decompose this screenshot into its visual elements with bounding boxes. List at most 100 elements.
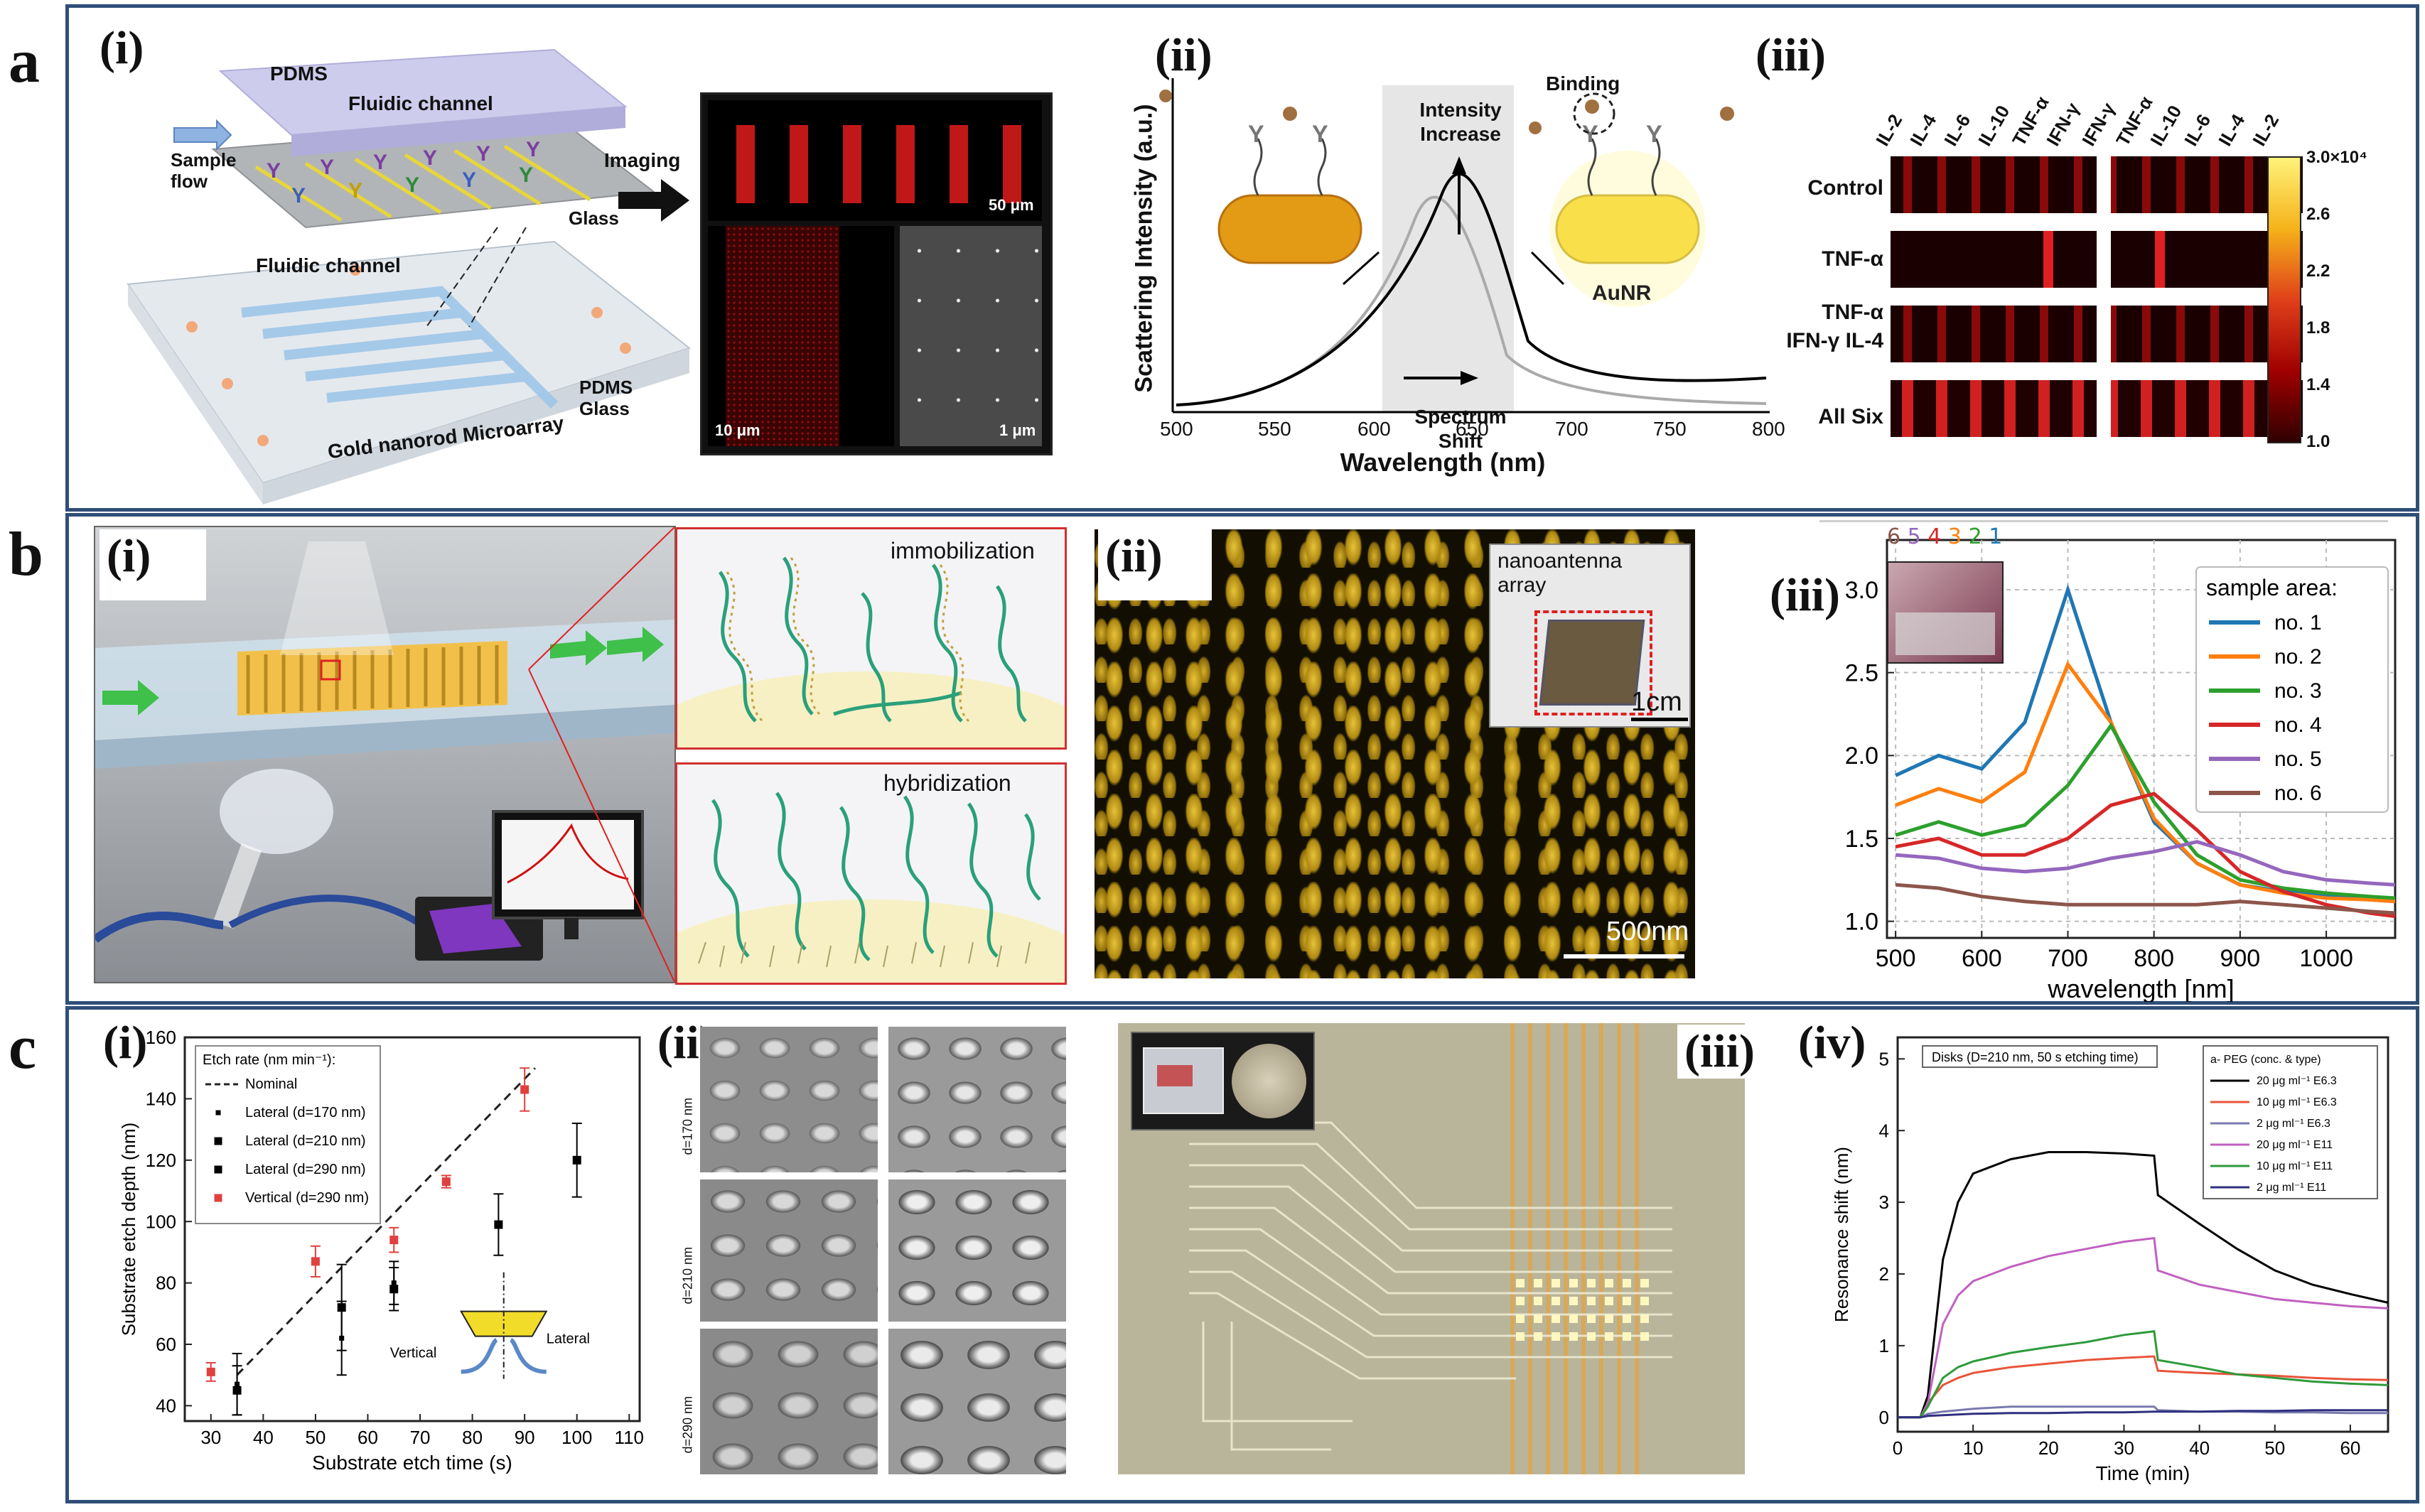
y-tick-label: 40 [156,1395,176,1417]
y-tick-label: 3.0 [1845,577,1878,604]
x-tick-label: 80 [462,1427,483,1448]
x-tick-label: 110 [615,1427,644,1448]
panel-label-b-iii: (iii) [1770,569,1840,621]
data-point [232,1386,242,1395]
y-tick-label: 2.0 [1845,742,1878,770]
scalebar-50um: 50 μm [989,196,1034,214]
a-ii-xtick-800: 800 [1752,418,1785,440]
sem-tile-2 [888,1027,1066,1172]
c-ii-rowlabel-170: d=170 nm [680,1097,695,1155]
annotation-intensity-increase: Intensity Increase [1419,99,1502,145]
x-tick-label: 500 [1876,945,1916,972]
label-sample-flow: Sample flow [171,149,237,192]
a-ii-xlabel: Wavelength (nm) [1340,448,1546,477]
sem-tile-6 [888,1329,1066,1474]
svg-text:Y: Y [526,138,540,161]
a-ii-xtick-700: 700 [1555,418,1588,440]
y-tick-label: 60 [156,1334,176,1355]
x-tick-label: 40 [2189,1437,2210,1459]
inset-label-lateral: Lateral [547,1332,590,1347]
row-letter-c: c [9,1013,37,1082]
x-tick-label: 70 [410,1427,431,1448]
y-tick-label: 3 [1879,1192,1889,1213]
legend-box [195,1045,381,1224]
x-tick-label: 1000 [2299,945,2353,972]
y-tick-label: 120 [146,1150,176,1171]
series-line [1895,722,2396,900]
legend-swatch [214,1194,222,1202]
row-a-frame [65,4,2419,512]
row-label-tnf-ifn-il4: TNF-α IFN-γ IL-4 [1786,301,1883,352]
legend-title: Etch rate (nm min⁻¹): [203,1052,335,1068]
series-line [1898,1151,2389,1419]
panel-a-iii: IL-2 IL-4 IL-6 IL-10 TNF-α IFN-γ IFN-γ T… [1777,78,2402,462]
col-label-r-3: IL-6 [2180,110,2215,150]
legend-swatch [215,1110,221,1116]
panel-label-c-iii: (iii) [1677,1025,1763,1079]
x-axis-label: wavelength [nm] [2047,974,2234,1002]
legend-label: no. 4 [2274,713,2322,737]
data-point [311,1257,320,1266]
legend-label: Lateral (d=210 nm) [245,1133,366,1149]
data-point [206,1367,215,1376]
x-tick-label: 800 [2134,945,2174,972]
dna-immobilization-box: immobilization [675,527,1067,750]
legend-label: Lateral (d=170 nm) [245,1105,366,1120]
chip-inset-photo [1131,1032,1315,1130]
col-label-l-2: IL-6 [1940,110,1975,150]
row-label-control: Control [1807,176,1883,200]
y-axis-label: Substrate etch depth (nm) [118,1123,139,1336]
legend-label: Lateral (d=290 nm) [245,1162,366,1177]
panel-label-c-iv: (iv) [1798,1017,1866,1069]
panel-label-c-i: (i) [103,1017,148,1069]
heatmap-tiles [1891,156,2303,437]
row-label-tnf: TNF-α [1822,247,1883,271]
col-label-l-3: IL-10 [1974,101,2014,150]
sem-dots-image: 1 μm [900,226,1042,446]
col-label-r-4: IL-4 [2214,110,2249,150]
heatmap-colorbar [2267,156,2301,443]
legend-label: Vertical (d=290 nm) [245,1190,369,1206]
svg-text:Y: Y [1582,121,1598,148]
series-line [1898,1409,2388,1419]
chart-title: Disks (D=210 nm, 50 s etching time) [1932,1050,2139,1064]
legend-label: Nominal [245,1076,297,1092]
panel-b-ii-sem: nanoantenna array 1cm 500nm [1095,529,1695,978]
a-ii-xtick-650: 650 [1456,418,1489,440]
inset-number-4: 4 [1927,524,1942,549]
red-stripes-image: 50 μm [708,100,1042,221]
x-tick-label: 40 [253,1427,274,1448]
label-immobilization: immobilization [891,538,1035,563]
heatmap-col-labels-right: IFN-γ TNF-α IL-10 IL-6 IL-4 IL-2 [2077,78,2331,156]
x-axis-label: Time (min) [2096,1462,2190,1484]
chip-wiring [1189,1023,1672,1474]
colorbar-tick-1: 2.6 [2306,205,2330,224]
svg-text:Y: Y [423,146,437,170]
a-ii-xtick-500: 500 [1160,418,1193,440]
panel-b-i-render [92,526,676,983]
microscopy-images: 50 μm 10 μm 1 μm [700,92,1053,455]
y-axis-label: Resonance shift (nm) [1831,1147,1852,1322]
annotation-binding: Binding [1546,72,1620,94]
colorbar-tick-2: 2.2 [2306,261,2330,281]
sem-tile-5 [700,1329,878,1474]
legend-label: 20 μg ml⁻¹ E11 [2257,1139,2333,1151]
x-tick-label: 30 [2114,1437,2134,1459]
data-point [572,1155,581,1165]
x-tick-label: 60 [2340,1437,2360,1459]
panel-c-ii: d=170 nm d=210 nm d=290 nm [675,1027,1102,1474]
series-line [1898,1236,2389,1419]
panel-label-b-i: (i) [100,529,206,600]
flow-cell-render [92,526,675,983]
particle-label-right: AuNR [1592,281,1652,305]
col-label-r-5: IL-2 [2248,110,2284,150]
y-tick-label: 1.5 [1845,826,1878,853]
svg-text:Y: Y [1646,121,1662,148]
col-label-l-0: IL-2 [1871,110,1907,150]
sem-tile-4 [888,1179,1066,1322]
nominal-line [236,1067,536,1376]
legend-title: a- PEG (conc. & type) [2210,1054,2321,1066]
red-fluorescence-image: 10 μm [708,226,894,446]
